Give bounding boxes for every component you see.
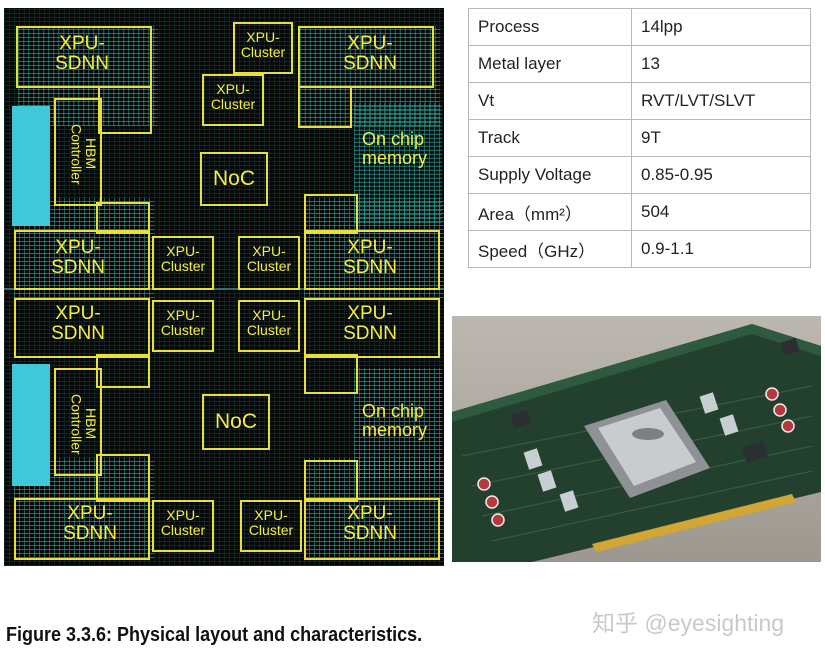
pcie-connector <box>592 494 796 552</box>
xpu-sdnn-block-ext <box>96 354 150 388</box>
xpu-sdnn-label: XPU- SDNN <box>343 33 397 74</box>
xpu-sdnn-block-ext <box>298 86 352 128</box>
xpu-sdnn-block-ext <box>304 194 358 234</box>
xpu-cluster-block <box>152 500 214 552</box>
value-cell: 0.9-1.1 <box>631 230 811 268</box>
xpu-cluster-block <box>202 74 264 126</box>
param-cell: Metal layer <box>468 45 632 83</box>
xpu-cluster-label: XPU- Cluster <box>240 29 286 60</box>
xpu-cluster-label: XPU- Cluster <box>160 507 206 538</box>
xpu-sdnn-block-ext <box>98 86 152 134</box>
noc-block <box>200 152 268 206</box>
xpu-sdnn-block <box>304 498 440 560</box>
param-cell: Speed（GHz） <box>468 230 632 268</box>
param-cell: Process <box>468 8 632 46</box>
xpu-cluster-label: XPU- Cluster <box>246 243 292 274</box>
xpu-sdnn-block <box>14 498 150 560</box>
xpu-sdnn-label: XPU- SDNN <box>55 33 109 74</box>
asic-lid <box>598 408 696 486</box>
param-cell: Vt <box>468 82 632 120</box>
xpu-cluster-block <box>152 236 214 290</box>
capacitors <box>477 387 795 527</box>
xpu-cluster-block <box>240 500 302 552</box>
sdnn-texture <box>304 198 444 298</box>
xpu-cluster-label: XPU- Cluster <box>160 243 206 274</box>
chip-layout: XPU- SDNN XPU- SDNN XPU- Cluster XPU- Cl… <box>4 8 444 566</box>
die-divider <box>4 288 444 290</box>
value-cell: RVT/LVT/SLVT <box>631 82 811 120</box>
xpu-sdnn-label: XPU- SDNN <box>51 303 105 344</box>
xpu-sdnn-block <box>304 230 440 290</box>
xpu-sdnn-label: XPU- SDNN <box>343 503 397 544</box>
xpu-sdnn-block-ext <box>304 354 358 394</box>
hbm-controller-block <box>54 98 102 206</box>
on-chip-memory-label: On chip memory <box>362 129 428 168</box>
figure-caption: Figure 3.3.6: Physical layout and charac… <box>6 624 423 646</box>
value-cell: 9T <box>631 119 811 157</box>
xpu-cluster-block <box>152 300 214 352</box>
accelerator-card-graphic <box>452 324 821 562</box>
noc-block <box>202 394 270 450</box>
hbm-controller-label: HBM Controller <box>68 123 99 185</box>
value-cell: 504 <box>631 193 811 231</box>
xpu-sdnn-label: XPU- SDNN <box>343 237 397 278</box>
table-row: Speed（GHz）0.9-1.1 <box>468 230 811 268</box>
xpu-sdnn-label: XPU- SDNN <box>343 303 397 344</box>
xpu-sdnn-block <box>14 230 150 290</box>
xpu-cluster-block <box>238 300 300 352</box>
value-cell: 14lpp <box>631 8 811 46</box>
hbm-controller-label: HBM Controller <box>68 393 99 455</box>
power-components <box>523 392 739 512</box>
sdnn-texture <box>304 458 444 558</box>
xpu-cluster-label: XPU- Cluster <box>160 307 206 338</box>
chips <box>510 337 800 464</box>
xpu-cluster-label: XPU- Cluster <box>210 81 256 112</box>
xpu-sdnn-label: XPU- SDNN <box>63 503 117 544</box>
hbm-controller-block <box>54 368 102 476</box>
hbm-phy-strip <box>12 106 50 226</box>
table-row: Area（mm²）504 <box>468 193 811 231</box>
hbm-phy-strip <box>12 364 50 486</box>
noc-label: NoC <box>212 167 255 190</box>
xpu-cluster-label: XPU- Cluster <box>246 307 292 338</box>
accelerator-card-photo <box>452 316 821 562</box>
xpu-cluster-block <box>238 236 300 290</box>
vendor-logo-mark <box>632 428 664 440</box>
param-cell: Supply Voltage <box>468 156 632 194</box>
xpu-sdnn-label: XPU- SDNN <box>51 237 105 278</box>
xpu-cluster-block <box>233 22 293 74</box>
param-cell: Area（mm²） <box>468 193 632 231</box>
xpu-sdnn-block-ext <box>304 460 358 502</box>
value-cell: 0.85-0.95 <box>631 156 811 194</box>
xpu-sdnn-block <box>16 26 152 88</box>
xpu-sdnn-block <box>14 298 150 358</box>
xpu-cluster-label: XPU- Cluster <box>248 507 294 538</box>
xpu-sdnn-block <box>304 298 440 358</box>
noc-label: NoC <box>214 410 257 433</box>
xpu-sdnn-block <box>298 26 434 88</box>
on-chip-memory-label: On chip memory <box>362 401 428 440</box>
watermark: 知乎 @eyesighting <box>592 610 785 636</box>
value-cell: 13 <box>631 45 811 83</box>
xpu-sdnn-block-ext <box>96 202 150 234</box>
xpu-sdnn-block-ext <box>96 454 150 502</box>
param-cell: Track <box>468 119 632 157</box>
